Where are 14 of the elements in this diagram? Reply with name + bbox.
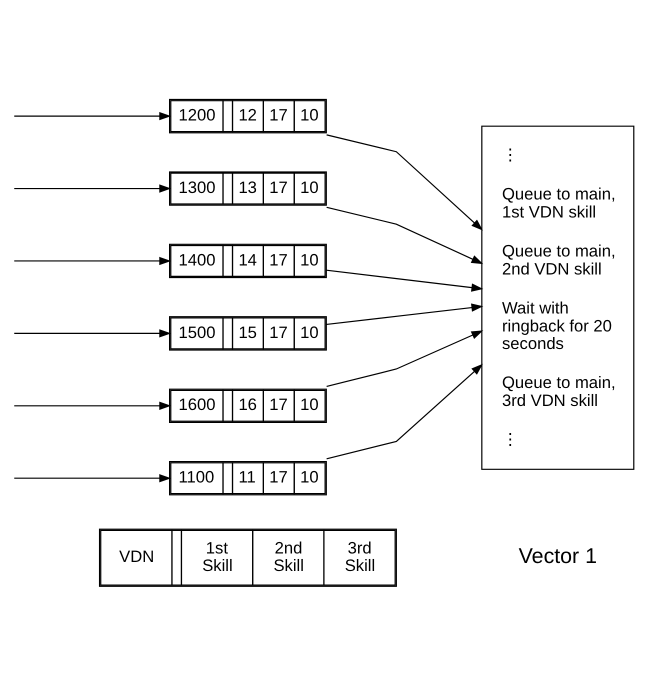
arrow	[326, 363, 483, 459]
arrow	[326, 269, 484, 292]
arrow	[14, 328, 172, 338]
label: Vector 1	[518, 543, 597, 568]
arrow	[326, 330, 484, 386]
arrow	[14, 111, 172, 120]
arrow	[326, 206, 484, 264]
arrow	[326, 134, 483, 230]
arrow	[14, 184, 172, 192]
node-box: ⋮ Queue to main, 1st VDN skill Queue to main, 2nd VDN skill Wait with ringback for 20 seconds Queue to main, 3rd VDN skill ⋮	[481, 125, 634, 470]
arrow	[326, 303, 484, 325]
arrow	[14, 401, 172, 410]
arrow	[14, 256, 172, 265]
arrow	[14, 474, 172, 482]
